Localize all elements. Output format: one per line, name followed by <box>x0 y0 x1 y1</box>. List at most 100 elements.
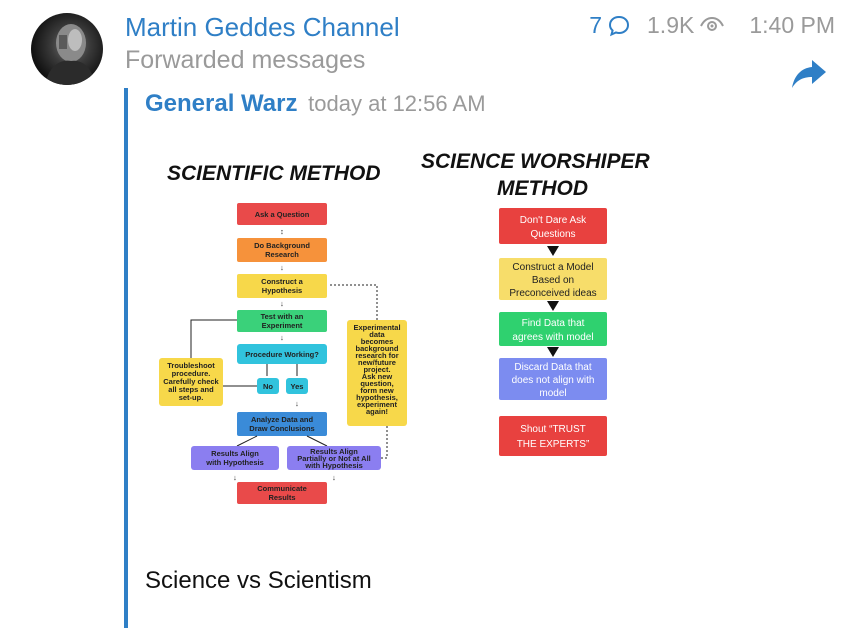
troubleshoot-text-3: Carefully check <box>163 377 219 386</box>
exp-text-6: new/future <box>358 358 396 367</box>
troubleshoot-text-2: procedure. <box>172 369 211 378</box>
forward-note: Forwarded messages <box>125 46 366 74</box>
sw-arrow-2 <box>547 301 559 311</box>
step-ask-box <box>237 203 327 225</box>
avatar-portrait <box>45 24 95 85</box>
sw-model-text-3: Preconceived ideas <box>509 288 596 299</box>
line-exp-to-hypothesis <box>329 284 378 320</box>
step-yes-box <box>286 378 308 394</box>
post-time: 1:40 PM <box>749 12 835 38</box>
step-partial-text-1: Results Align <box>310 447 358 456</box>
step-test-box <box>237 310 327 332</box>
right-title-line2: METHOD <box>497 177 588 200</box>
experimental-data-box <box>347 320 407 426</box>
step-hypothesis-box <box>237 274 327 298</box>
exp-text-12: experiment <box>357 400 398 409</box>
step-no-box <box>257 378 279 394</box>
forwarded-from: General Warz today at 12:56 AM <box>145 90 486 118</box>
step-partial-text-2: Partially or Not at All <box>297 454 371 463</box>
eye-icon <box>700 16 725 31</box>
exp-text-4: background <box>356 344 399 353</box>
step-partial-box <box>287 446 381 470</box>
message-caption: Science vs Scientism <box>145 567 372 594</box>
line-analyze-left <box>236 435 258 447</box>
channel-name[interactable]: Martin Geddes Channel <box>125 12 400 42</box>
arrow-6: ↓ <box>332 473 336 482</box>
flowchart-image: SCIENTIFIC METHOD SCIENCE WORSHIPER METH… <box>159 150 651 504</box>
sw-shout-text-2: THE EXPERTS” <box>517 439 590 450</box>
exp-text-8: Ask new <box>362 372 393 381</box>
view-count: 1.9K <box>647 12 695 38</box>
step-working-box <box>237 344 327 364</box>
exp-text-1: Experimental <box>353 323 400 332</box>
speech-bubble-icon <box>609 15 630 36</box>
step-hypothesis-text-2: Hypothesis <box>262 286 302 295</box>
forward-bar <box>124 88 128 628</box>
channel-avatar[interactable] <box>31 13 103 85</box>
sw-discard-text-1: Discard Data that <box>514 362 591 373</box>
step-no-text: No <box>263 382 273 391</box>
views-counter: 1.9K <box>647 12 725 39</box>
step-align-text-2: with Hypothesis <box>205 458 264 467</box>
arrow-updown: ↕ <box>280 227 284 236</box>
step-analyze-text-1: Analyze Data and <box>251 415 314 424</box>
arrow-4: ↓ <box>295 399 299 408</box>
sw-shout-box <box>499 416 607 456</box>
step-yes-text: Yes <box>291 382 304 391</box>
exp-text-13: again! <box>366 407 388 416</box>
troubleshoot-text-1: Troubleshoot <box>167 361 215 370</box>
arrow-2: ↓ <box>280 299 284 308</box>
arrow-3: ↓ <box>280 333 284 342</box>
sw-model-text-1: Construct a Model <box>512 262 593 273</box>
sw-discard-box <box>499 358 607 400</box>
sw-find-text-2: agrees with model <box>512 332 593 343</box>
step-working-text: Procedure Working? <box>245 350 319 359</box>
reply-count: 7 <box>589 12 603 38</box>
step-background-text-1: Do Background <box>254 241 310 250</box>
arrow-5: ↓ <box>233 473 237 482</box>
troubleshoot-text-5: set-up. <box>179 393 204 402</box>
forward-date: today at 12:56 AM <box>308 91 486 116</box>
sw-discard-text-2: does not align with <box>512 375 595 386</box>
step-background-box <box>237 238 327 262</box>
step-communicate-text-1: Communicate <box>257 484 307 493</box>
step-test-text-1: Test with an <box>261 312 304 321</box>
step-ask-text: Ask a Question <box>255 210 310 219</box>
exp-text-9: question, <box>360 379 393 388</box>
exp-text-7: project. <box>363 365 390 374</box>
step-partial-text-3: with Hypothesis <box>304 461 363 470</box>
sw-arrow-3 <box>547 347 559 357</box>
step-communicate-box <box>237 482 327 504</box>
sw-find-box <box>499 312 607 346</box>
step-analyze-text-2: Draw Conclusions <box>249 424 314 433</box>
exp-text-10: form new <box>360 386 394 395</box>
step-test-text-2: Experiment <box>262 321 303 330</box>
sw-dont-box <box>499 208 607 244</box>
share-button[interactable] <box>790 58 828 90</box>
step-communicate-text-2: Results <box>268 493 295 502</box>
left-title: SCIENTIFIC METHOD <box>167 162 381 185</box>
replies-counter[interactable]: 7 <box>589 12 631 39</box>
post-meta: 7 1.9K 1:40 PM <box>589 12 835 39</box>
sw-shout-text-1: Shout “TRUST <box>520 424 586 435</box>
sw-dont-text-2: Questions <box>530 229 575 240</box>
step-hypothesis-text-1: Construct a <box>261 277 304 286</box>
troubleshoot-box <box>159 358 223 406</box>
attached-image[interactable]: SCIENTIFIC METHOD SCIENCE WORSHIPER METH… <box>147 140 677 558</box>
right-title-line1: SCIENCE WORSHIPER <box>421 150 651 173</box>
exp-text-5: research for <box>355 351 398 360</box>
line-analyze-right <box>306 435 328 447</box>
sw-dont-text-1: Don't Dare Ask <box>520 215 587 226</box>
sw-discard-text-3: model <box>539 388 566 399</box>
forward-author[interactable]: General Warz <box>145 90 298 117</box>
exp-text-2: data <box>369 330 385 339</box>
sw-model-text-2: Based on <box>532 275 574 286</box>
step-background-text-2: Research <box>265 250 299 259</box>
sw-arrow-1 <box>547 246 559 256</box>
sw-find-text-1: Find Data that <box>522 318 585 329</box>
troubleshoot-text-4: all steps and <box>168 385 214 394</box>
arrow-1: ↓ <box>280 263 284 272</box>
exp-text-11: hypothesis, <box>356 393 398 402</box>
exp-text-3: becomes <box>361 337 394 346</box>
line-trouble-to-test <box>190 319 237 358</box>
